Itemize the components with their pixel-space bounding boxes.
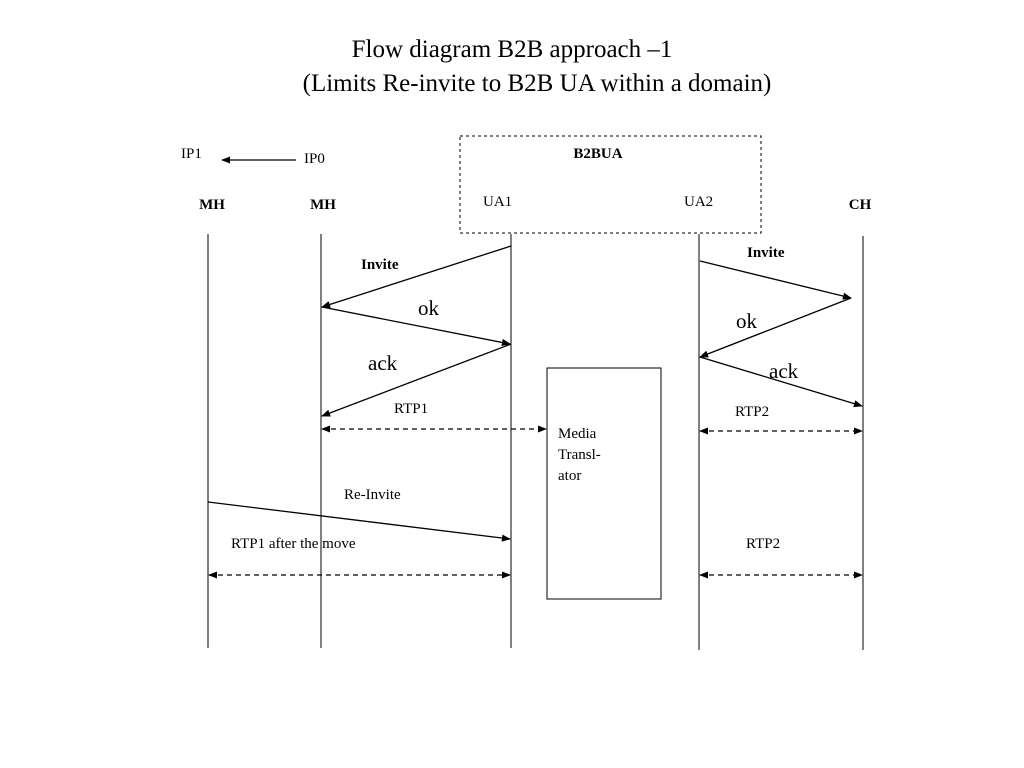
media-translator-line-1: Media: [558, 426, 597, 442]
ip1-label: IP1: [181, 146, 202, 162]
media-translator-line-3: ator: [558, 468, 581, 484]
mh-old-label: MH: [310, 197, 336, 213]
ua2-label: UA2: [684, 194, 713, 210]
title-line-2: (Limits Re-invite to B2B UA within a dom…: [303, 70, 772, 97]
rtp2-top-label: RTP2: [735, 404, 769, 420]
invite-right-arrow: [699, 260, 852, 300]
ok-right-label: ok: [736, 309, 758, 333]
title-line-1: Flow diagram B2B approach –1: [352, 36, 673, 63]
rtp1-after-move-label: RTP1 after the move: [231, 536, 356, 552]
ack-left-label: ack: [368, 351, 398, 375]
reinvite-label: Re-Invite: [344, 487, 401, 503]
media-translator-box: [546, 367, 662, 600]
invite-right-label: Invite: [747, 245, 785, 261]
ua1-label: UA1: [483, 194, 512, 210]
b2bua-label: B2BUA: [573, 146, 622, 162]
ok-left-arrow: [321, 306, 511, 346]
ok-right-arrow: [699, 297, 852, 358]
ip0-label: IP0: [304, 151, 325, 167]
invite-left-arrow: [321, 245, 512, 308]
ack-left-arrow: [321, 343, 512, 417]
invite-left-label: Invite: [361, 257, 399, 273]
media-translator-line-2: Transl-: [558, 447, 601, 463]
ok-left-label: ok: [418, 296, 440, 320]
rtp2-bottom-label: RTP2: [746, 536, 780, 552]
b2bua-box: [459, 135, 762, 234]
ack-right-label: ack: [769, 359, 799, 383]
mh-new-label: MH: [199, 197, 225, 213]
ack-right-arrow: [699, 356, 863, 408]
rtp1-label: RTP1: [394, 401, 428, 417]
reinvite-arrow: [207, 501, 511, 542]
ch-label: CH: [849, 197, 872, 213]
